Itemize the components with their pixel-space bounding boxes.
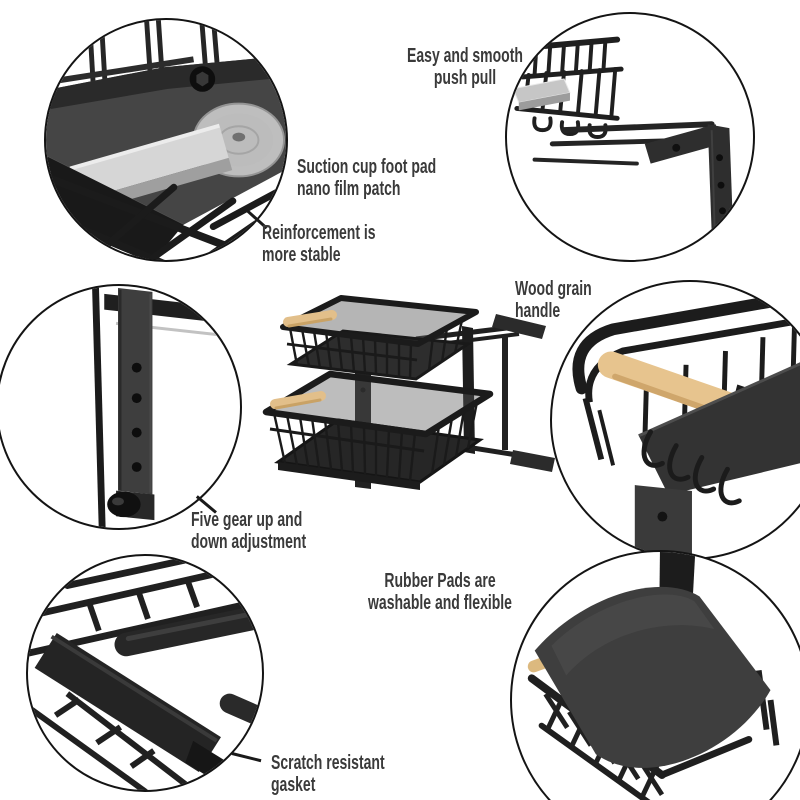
wood-handle-icon (270, 391, 326, 409)
callout-circle-suction-cup (44, 18, 288, 262)
callout-circle-rubber-pad (510, 550, 800, 800)
callout-circle-gasket (26, 554, 264, 792)
wood-handle-illustration (572, 290, 800, 558)
callout-circle-five-gear (0, 284, 242, 530)
adjustment-post-illustration (92, 286, 240, 528)
bottom-basket (262, 370, 494, 490)
callout-circle-wood-handle (550, 280, 800, 560)
rubber-pad-illustration (527, 552, 780, 800)
label-suction-cup: Suction cup foot pad nano film patch (297, 156, 437, 200)
label-push-pull: Easy and smooth push pull (407, 45, 523, 89)
top-basket (280, 295, 479, 381)
callout-circle-push-pull (505, 12, 755, 262)
two-tier-organizer-product (262, 295, 555, 490)
rubber-pad-icon (534, 586, 771, 768)
label-five-gear: Five gear up and down adjustment (191, 509, 307, 553)
gasket-rod-icon (114, 605, 262, 657)
adjustment-holes (131, 362, 142, 472)
label-reinforcement: Reinforcement is more stable (262, 222, 376, 266)
knob-icon (107, 491, 141, 518)
wire-hooks (641, 429, 742, 506)
wood-handle-icon (283, 310, 337, 327)
l-bracket-icon (644, 124, 734, 237)
leader-line (231, 752, 262, 762)
gasket-illustration (28, 556, 262, 790)
suction-cup-nano-film-illustration (46, 20, 286, 260)
slide-rail-illustration (512, 36, 734, 237)
label-rubber-pads: Rubber Pads are washable and flexible (368, 570, 512, 614)
label-scratch: Scratch resistant gasket (271, 752, 385, 796)
film-patch-icon (512, 78, 571, 111)
label-wood-grain: Wood grain handle (515, 278, 592, 322)
